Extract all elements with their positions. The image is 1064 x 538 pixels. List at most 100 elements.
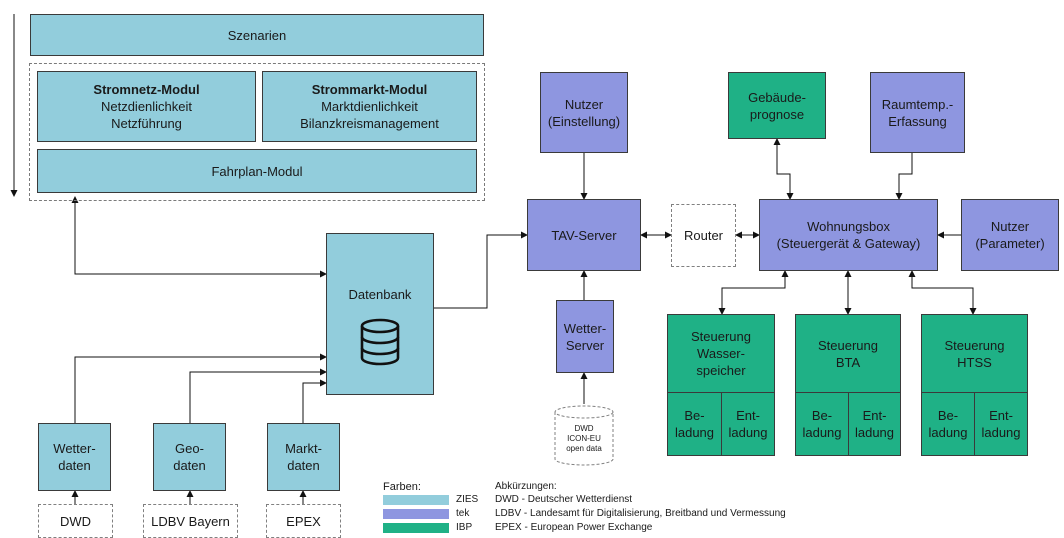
beladung-line2: ladung bbox=[802, 425, 842, 441]
strommarkt-line1: Marktdienlichkeit bbox=[321, 99, 418, 114]
dwd-icon-line1: DWD bbox=[574, 424, 594, 433]
szenarien-label: Szenarien bbox=[227, 27, 287, 43]
stromnetz-line2: Netzführung bbox=[111, 116, 182, 131]
stromnetz-title: Stromnetz-Modul bbox=[93, 82, 200, 97]
raumtemp-line2: Erfassung bbox=[888, 113, 947, 129]
epex-source-label: EPEX bbox=[286, 513, 321, 529]
router-box: Router bbox=[671, 204, 736, 267]
wetter-server-line2: Server bbox=[565, 337, 605, 353]
entladung-line1: Ent- bbox=[736, 408, 760, 424]
legend-title: Farben: bbox=[383, 481, 421, 493]
htss-entladung: Ent- ladung bbox=[975, 393, 1027, 455]
nutzer-einstellung-box: Nutzer (Einstellung) bbox=[540, 72, 628, 153]
beladung-line2: ladung bbox=[928, 425, 968, 441]
beladung-line1: Be- bbox=[811, 408, 833, 424]
stromnetz-modul-box: Stromnetz-Modul Netzdienlichkeit Netzfüh… bbox=[37, 71, 256, 142]
nutzer-einstellung-line2: (Einstellung) bbox=[547, 113, 621, 129]
wasserspeicher-line1: Steuerung bbox=[691, 329, 751, 345]
abbreviation-ldbv: LDBV - Landesamt für Digitalisierung, Br… bbox=[495, 508, 786, 519]
marktdaten-line1: Markt- bbox=[285, 441, 322, 456]
geodaten-line2: daten bbox=[173, 458, 206, 473]
marktdaten-box: Markt- daten bbox=[267, 423, 340, 491]
arrow-gebaeude-wohnungsbox bbox=[773, 138, 794, 200]
strommarkt-title: Strommarkt-Modul bbox=[311, 82, 428, 97]
wetterdaten-box: Wetter- daten bbox=[38, 423, 111, 491]
ldbv-source-label: LDBV Bayern bbox=[151, 513, 230, 529]
raumtemp-line1: Raumtemp.- bbox=[881, 96, 954, 112]
nutzer-parameter-line2: (Parameter) bbox=[975, 236, 1045, 251]
entladung-line2: ladung bbox=[728, 425, 768, 441]
steuerung-bta-box: Steuerung BTA Be- ladung Ent- ladung bbox=[795, 314, 901, 456]
wetterdaten-line1: Wetter- bbox=[53, 441, 96, 456]
bta-beladung: Be- ladung bbox=[796, 393, 849, 455]
fahrplan-label: Fahrplan-Modul bbox=[211, 163, 303, 179]
tav-server-label: TAV-Server bbox=[551, 227, 617, 243]
bta-line2: BTA bbox=[835, 354, 861, 370]
legend-label-ibp: IBP bbox=[456, 522, 473, 533]
wohnungsbox-line2: (Steuergerät & Gateway) bbox=[776, 236, 921, 251]
fahrplan-modul-box: Fahrplan-Modul bbox=[37, 149, 477, 193]
wasserspeicher-entladung: Ent- ladung bbox=[722, 393, 774, 455]
htss-line2: HTSS bbox=[957, 354, 992, 370]
beladung-line1: Be- bbox=[684, 408, 705, 424]
arrow-raumtemp-wohnungsbox bbox=[895, 153, 913, 200]
ldbv-source-box: LDBV Bayern bbox=[143, 504, 238, 538]
router-label: Router bbox=[683, 228, 724, 243]
datenbank-box: Datenbank bbox=[326, 233, 434, 395]
entladung-line2: ladung bbox=[981, 425, 1021, 441]
geodaten-box: Geo- daten bbox=[153, 423, 226, 491]
legend-label-tek: tek bbox=[456, 508, 470, 519]
arrow-marktdaten-datenbank bbox=[302, 379, 327, 423]
htss-beladung: Be- ladung bbox=[922, 393, 975, 455]
wetter-server-box: Wetter- Server bbox=[556, 300, 614, 373]
dwd-icon-label: DWD ICON-EU open data bbox=[556, 424, 612, 454]
bta-entladung: Ent- ladung bbox=[849, 393, 900, 455]
wasserspeicher-beladung: Be- ladung bbox=[668, 393, 722, 455]
arrow-datenbank-tav bbox=[434, 231, 528, 309]
beladung-line2: ladung bbox=[674, 425, 715, 441]
database-icon bbox=[360, 318, 400, 366]
legend-label-zies: ZIES bbox=[456, 494, 479, 505]
gebaeude-line2: prognose bbox=[749, 106, 805, 122]
beladung-line1: Be- bbox=[937, 408, 959, 424]
nutzer-parameter-line1: Nutzer bbox=[990, 219, 1030, 234]
tav-server-box: TAV-Server bbox=[527, 199, 641, 271]
raumtemp-erfassung-box: Raumtemp.- Erfassung bbox=[870, 72, 965, 153]
entladung-line2: ladung bbox=[854, 425, 895, 441]
legend-swatch-ibp bbox=[383, 523, 449, 533]
module-group bbox=[29, 63, 485, 201]
abbreviation-epex: EPEX - European Power Exchange bbox=[495, 522, 653, 533]
gebaeude-line1: Gebäude- bbox=[748, 89, 806, 105]
wasserspeicher-line3: speicher bbox=[696, 363, 746, 379]
legend-swatch-tek bbox=[383, 509, 449, 519]
strommarkt-line2: Bilanzkreismanagement bbox=[300, 116, 439, 131]
datenbank-label: Datenbank bbox=[348, 287, 412, 302]
entladung-line1: Ent- bbox=[862, 408, 887, 424]
marktdaten-line2: daten bbox=[287, 458, 320, 473]
dwd-icon-line3: open data bbox=[566, 444, 602, 453]
entladung-line1: Ent- bbox=[989, 408, 1013, 424]
geodaten-line1: Geo- bbox=[175, 441, 204, 456]
epex-source-box: EPEX bbox=[266, 504, 341, 538]
dwd-source-box: DWD bbox=[38, 504, 113, 538]
bta-line1: Steuerung bbox=[818, 337, 878, 353]
strommarkt-modul-box: Strommarkt-Modul Marktdienlichkeit Bilan… bbox=[262, 71, 477, 142]
steuerung-htss-box: Steuerung HTSS Be- ladung Ent- ladung bbox=[921, 314, 1028, 456]
nutzer-parameter-box: Nutzer (Parameter) bbox=[961, 199, 1059, 271]
dwd-icon-cylinder bbox=[554, 405, 614, 466]
arrow-wohnungsbox-htss bbox=[908, 270, 977, 315]
dwd-icon-line2: ICON-EU bbox=[567, 434, 601, 443]
abbreviation-dwd: DWD - Deutscher Wetterdienst bbox=[495, 494, 633, 505]
htss-line1: Steuerung bbox=[944, 337, 1005, 353]
legend-swatch-zies bbox=[383, 495, 449, 505]
dwd-source-label: DWD bbox=[59, 513, 92, 529]
arrow-fahrplan-datenbank bbox=[71, 196, 327, 278]
nutzer-einstellung-line1: Nutzer bbox=[564, 96, 604, 112]
wohnungsbox-line1: Wohnungsbox bbox=[807, 219, 890, 234]
arrow-wetterdaten-datenbank bbox=[74, 353, 327, 423]
wasserspeicher-line2: Wasser- bbox=[697, 346, 745, 362]
wetter-server-line1: Wetter- bbox=[563, 320, 607, 336]
arrow-wohnungsbox-wasserspeicher bbox=[718, 270, 789, 315]
stromnetz-line1: Netzdienlichkeit bbox=[100, 99, 193, 114]
